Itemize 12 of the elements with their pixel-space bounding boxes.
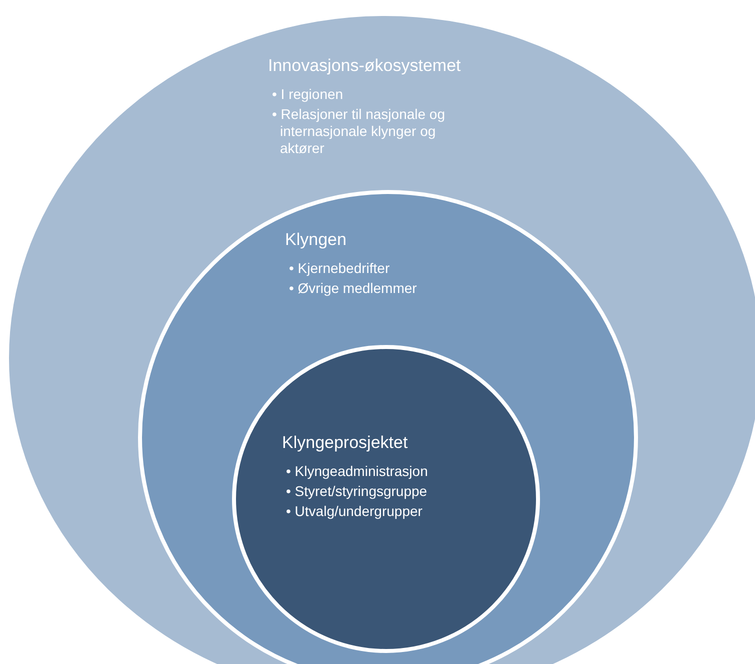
region-heading: Klyngen (285, 230, 348, 250)
bullet-item: • Kjernebedrifter (289, 260, 391, 277)
region-heading: Klyngeprosjektet (282, 433, 409, 453)
bullet-item: • I regionen (272, 86, 344, 103)
ellipse-region (232, 345, 540, 653)
region-heading: Innovasjons-økosystemet (268, 56, 462, 76)
bullet-item: • Relasjoner til nasjonale og internasjonale klynger og aktører (272, 106, 446, 157)
bullet-item: • Styret/styringsgruppe (286, 483, 428, 500)
bullet-item: • Øvrige medlemmer (289, 280, 418, 297)
bullet-item: • Utvalg/undergrupper (286, 503, 424, 520)
bullet-item: • Klyngeadministrasjon (286, 463, 429, 480)
ellipse-region (138, 190, 638, 664)
